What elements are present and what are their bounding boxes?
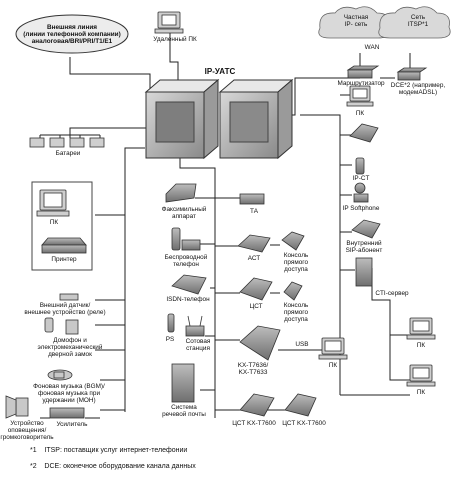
itsp-cloud-label: Сеть ITSP*1 [407, 14, 429, 29]
pc-printer-group-label: ПК [49, 219, 59, 226]
pc-usb-label: ПК [328, 362, 338, 369]
usb-label: USB [295, 341, 309, 348]
console2-label: Консоль прямого доступа [283, 302, 309, 324]
console1-label: Консоль прямого доступа [283, 252, 309, 274]
wan-label: WAN [364, 44, 380, 51]
ip-softphone-label: IP Softphone [342, 205, 380, 212]
footnote-2: *2 DCE: оконечное оборудование канала да… [30, 462, 196, 471]
fax-label: Факсимильный аппарат [161, 206, 207, 221]
act-label: АСТ [247, 255, 261, 262]
isdn-label: ISDN-телефон [166, 296, 210, 303]
footnote-1: *1 ITSP: поставщик услуг интернет-телефо… [30, 446, 187, 455]
pc-cti1-label: ПК [416, 342, 426, 349]
remote-pc-label: Удаленный ПК [153, 36, 197, 43]
footnote-1-text: ITSP: поставщик услуг интернет-телефонии [44, 447, 188, 454]
voicemail-label: Система речевой почты [162, 404, 206, 419]
footnote-2-text: DCE: оконечное оборудование канала данны… [44, 463, 196, 470]
pc-right1-label: ПК [355, 110, 365, 117]
ta-label: ТА [250, 208, 258, 215]
sensor-label: Внешний датчик/ внешнее устройство (реле… [24, 302, 106, 317]
kx-label: KX-T7636/ KX-T7633 [237, 362, 269, 377]
external-line-label: Внешняя линия (линии телефонной компании… [23, 24, 121, 46]
printer-label: Принтер [51, 256, 77, 263]
cell-station-label: Сотовая станция [185, 338, 211, 353]
cst-t7600b-label: ЦСТ KX-T7600 [282, 420, 326, 427]
pc-cti2-label: ПК [416, 389, 426, 396]
battery-label: Батареи [55, 150, 81, 157]
sip-label: Внутренний SIP-абонент [345, 240, 383, 255]
ip-ct-label: IP-CT [352, 175, 370, 182]
dce-label: DCE*2 (например, модемADSL) [390, 82, 446, 97]
ps-label: PS [165, 336, 175, 343]
cti-label: CTI-сервер [375, 290, 409, 297]
private-ip-cloud-label: Частная IP- сеть [343, 14, 369, 29]
paging-label: Устройство оповещения/ громкоговоритель [0, 420, 54, 442]
footnote-1-mark: *1 [30, 447, 37, 454]
cordless-label: Беспроводной телефон [164, 254, 208, 269]
doorphone-label: Домофон и электромеханический дверной за… [37, 337, 103, 359]
pbx-title: IP-УАТС [204, 67, 236, 76]
amplifier-label: Усилитель [56, 421, 88, 428]
cst-label: ЦСТ [249, 303, 263, 310]
footnote-2-mark: *2 [30, 463, 37, 470]
pbx-units [144, 78, 294, 160]
router-label: Маршрутизатор [337, 80, 385, 87]
cst-t7600a-label: ЦСТ KX-T7600 [232, 420, 276, 427]
bgm-label: Фоновая музыка (BGM)/ фоновая музыка при… [33, 383, 105, 405]
